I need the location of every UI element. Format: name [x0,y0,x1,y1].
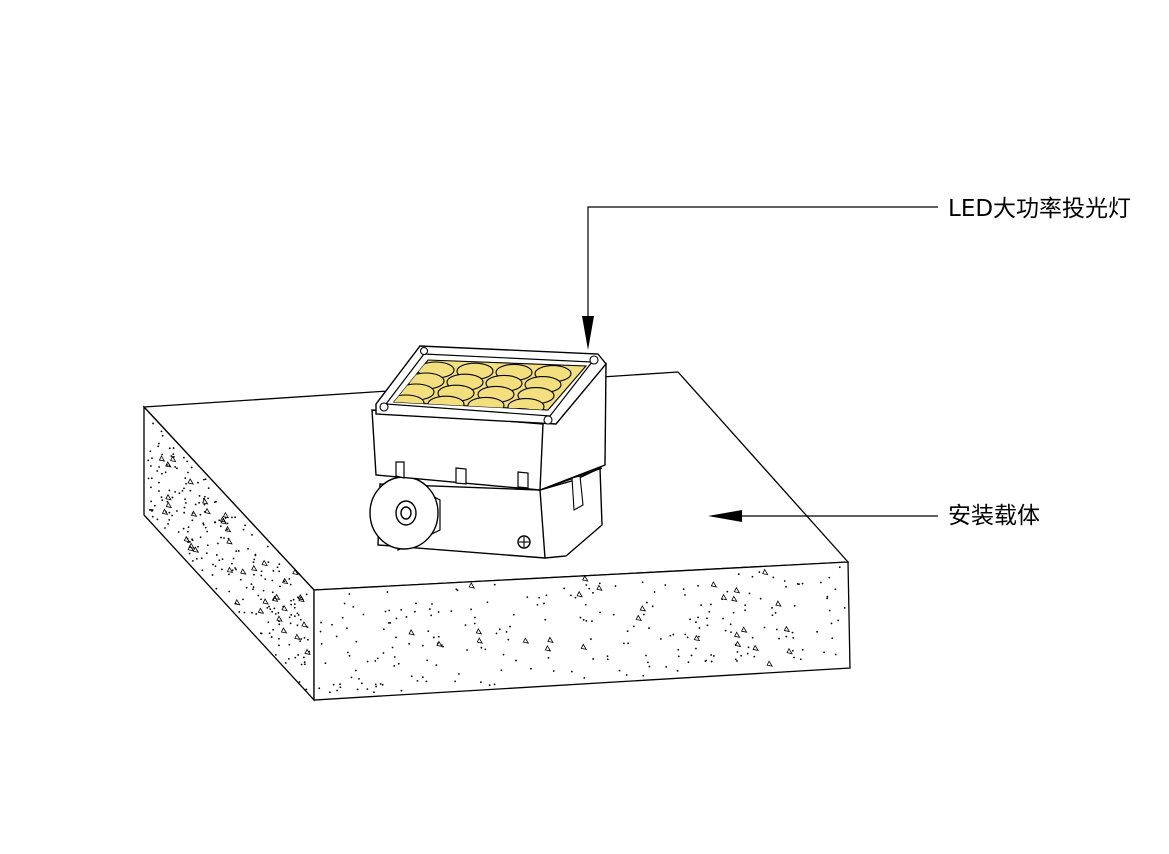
upper-body-edge [539,423,544,491]
lower-housing-edge [539,489,546,559]
bezel-screws [379,346,599,425]
concrete-stipple [147,422,846,694]
fixture-label: LED大功率投光灯 [948,196,1132,222]
lower-housing [377,466,603,559]
led-lens-array [394,361,572,410]
fixture-leader [582,206,938,350]
arrow-left-icon [708,510,742,522]
housing-clips [395,461,529,489]
cable-gland [369,476,441,551]
carrier-label: 安装载体 [948,503,1040,529]
bracket-slot [571,475,584,511]
slab-front-face [313,561,851,701]
carrier-leader [708,510,938,522]
led-floodlight [369,345,607,559]
arrow-down-icon [582,316,594,350]
led-lens [507,398,545,410]
